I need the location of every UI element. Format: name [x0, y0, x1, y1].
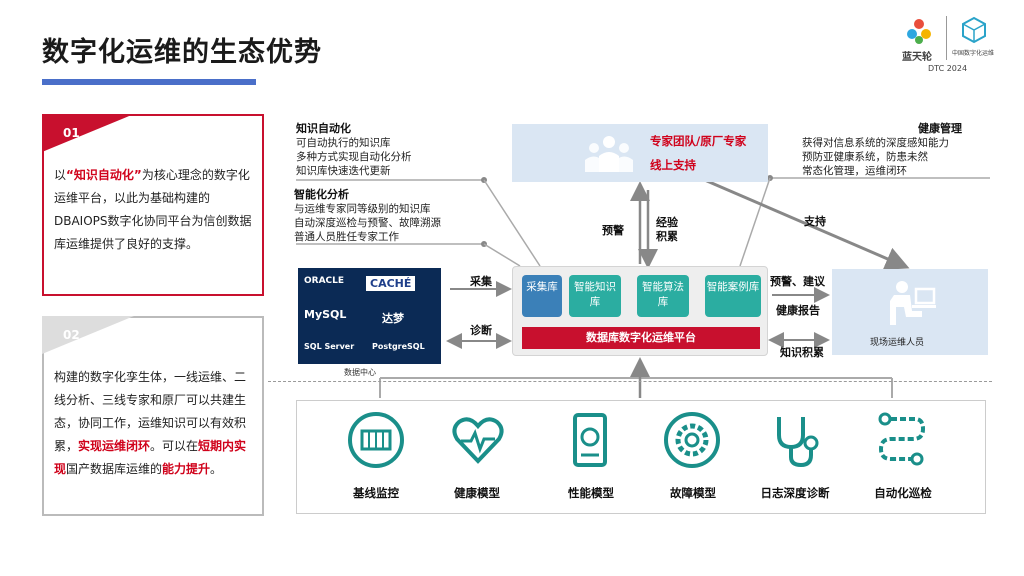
onsite-staff-icon	[890, 281, 936, 325]
card1-text: 以“知识自动化”为核心理念的数字化运维平台，以此为基础构建的DBAIOPS数字化…	[54, 164, 254, 256]
knowledge-automation-block: 知识自动化 可自动执行的知识库 多种方式实现自动化分析 知识库快速迭代更新	[296, 120, 496, 178]
intelligent-analysis-block: 智能化分析 与运维专家同等级别的知识库 自动深度巡检与预警、故障溯源 普通人员胜…	[294, 186, 494, 244]
card2-corner-flag	[42, 316, 134, 354]
logo-left-text: 蓝天轮	[902, 52, 932, 63]
label-support: 支持	[804, 215, 826, 228]
card1-corner-flag	[42, 114, 134, 152]
dameng-logo: 达梦	[382, 312, 404, 325]
knowledge-line: 可自动执行的知识库	[296, 137, 391, 149]
label-collect: 采集	[470, 275, 492, 288]
advantage-card-1: 01 以“知识自动化”为核心理念的数字化运维平台，以此为基础构建的DBAIOPS…	[42, 114, 264, 296]
capability-performance-model: 性能模型	[568, 486, 614, 500]
card1-text-part: 以	[54, 168, 67, 182]
expert-line-1: 专家团队/原厂专家	[650, 134, 747, 148]
card2-text-part: 构建的数字化孪生体，一线运维、二线分析、三线专家和原厂可以共建生态，协同工作，运…	[54, 370, 247, 453]
capability-baseline-monitor: 基线监控	[353, 486, 399, 500]
label-experience: 经验	[656, 216, 678, 229]
module-knowledge-db: 智能知识库	[569, 275, 621, 317]
label-health-report: 健康报告	[776, 304, 820, 317]
card1-quote-close: ”	[133, 168, 142, 182]
dtc-cube-logo-icon	[962, 16, 986, 44]
card2-text-part: 。可以在	[150, 439, 199, 453]
knowledge-automation-title: 知识自动化	[296, 122, 351, 135]
label-knowledge-accumulate: 知识积累	[780, 346, 824, 359]
data-center-image: ORACLE CACHÉ MySQL 达梦 SQL Server Postgre…	[298, 268, 441, 364]
cache-logo: CACHÉ	[366, 276, 416, 291]
ops-platform-box: 采集库 智能知识库 智能算法库 智能案例库 数据库数字化运维平台	[512, 266, 768, 356]
intelligent-line: 普通人员胜任专家工作	[294, 231, 399, 243]
onsite-staff-box: 现场运维人员	[832, 269, 988, 355]
page-title: 数字化运维的生态优势	[42, 37, 322, 68]
card2-text: 构建的数字化孪生体，一线运维、二线分析、三线专家和原厂可以共建生态，协同工作，运…	[54, 366, 254, 481]
logo-right-text: 中国数字化运维	[952, 50, 995, 57]
card2-text-part: 。	[210, 462, 223, 476]
health-management-block: 健康管理 获得对信息系统的深度感知能力 预防亚健康系统，防患未然 常态化管理，运…	[802, 120, 992, 178]
health-line: 常态化管理，运维闭环	[802, 165, 907, 177]
postgresql-logo: PostgreSQL	[372, 342, 425, 351]
card1-text-rest: 为核心理念的数字化运维平台，以此为基础构建的DBAIOPS数字化协同平台为信创数…	[54, 168, 252, 251]
sqlserver-logo: SQL Server	[304, 342, 355, 351]
stethoscope-icon	[777, 417, 819, 468]
health-management-title: 健康管理	[918, 122, 962, 135]
module-algorithm-db: 智能算法库	[637, 275, 689, 317]
capability-log-diagnose: 日志深度诊断	[760, 486, 830, 500]
platform-title-bar: 数据库数字化运维平台	[522, 327, 760, 349]
fault-gear-icon	[664, 412, 720, 468]
blue-sky-wheel-logo-icon	[907, 19, 931, 44]
baseline-monitor-icon	[348, 412, 404, 468]
automation-route-icon	[878, 412, 926, 466]
card2-highlight-3: 能力提升	[162, 462, 211, 476]
card1-highlight: 知识自动化	[73, 168, 134, 182]
health-line: 预防亚健康系统，防患未然	[802, 151, 928, 163]
label-warn: 预警	[602, 224, 624, 237]
card2-highlight-2: 短期内实现	[54, 439, 247, 476]
knowledge-line: 知识库快速迭代更新	[296, 165, 391, 177]
knowledge-line: 多种方式实现自动化分析	[296, 151, 412, 163]
capability-fault-model: 故障模型	[670, 486, 716, 500]
title-underline	[42, 79, 256, 85]
module-collect-db: 采集库	[522, 275, 562, 317]
onsite-staff-label: 现场运维人员	[870, 338, 925, 348]
module-case-db: 智能案例库	[705, 275, 761, 317]
intelligent-line: 自动深度巡检与预警、故障溯源	[294, 217, 441, 229]
card2-number: 02	[63, 328, 80, 342]
label-diagnose: 诊断	[470, 324, 492, 337]
mysql-logo: MySQL	[304, 308, 347, 321]
section-divider	[268, 381, 992, 382]
capability-panel: 基线监控 健康模型 性能模型 故障模型 日志深度诊断 自动化巡检	[296, 400, 986, 514]
oracle-logo: ORACLE	[304, 276, 345, 286]
card1-number: 01	[63, 126, 80, 140]
capability-auto-inspection: 自动化巡检	[874, 486, 932, 500]
label-accumulate: 积累	[656, 230, 678, 243]
logo-bottom-text: DTC 2024	[928, 64, 968, 73]
data-center-label: 数据中心	[344, 368, 376, 377]
capability-health-model: 健康模型	[454, 486, 500, 500]
health-line: 获得对信息系统的深度感知能力	[802, 137, 949, 149]
expert-line-2: 线上支持	[650, 158, 696, 172]
health-heart-icon	[452, 417, 504, 464]
logo-divider	[946, 16, 947, 60]
expert-team-icon	[585, 136, 633, 172]
expert-team-box: 专家团队/原厂专家 线上支持	[512, 124, 768, 182]
card2-text-part: 国产数据库运维的	[66, 462, 163, 476]
card2-highlight-1: 实现运维闭环	[78, 439, 151, 453]
label-warn-suggest: 预警、建议	[770, 275, 825, 288]
event-logos: 蓝天轮 中国数字化运维 DTC 2024	[900, 14, 1010, 76]
intelligent-line: 与运维专家同等级别的知识库	[294, 203, 431, 215]
card1-quote-open: “	[66, 168, 74, 182]
intelligent-analysis-title: 智能化分析	[294, 188, 349, 201]
advantage-card-2: 02 构建的数字化孪生体，一线运维、二线分析、三线专家和原厂可以共建生态，协同工…	[42, 316, 264, 516]
performance-device-icon	[573, 413, 607, 467]
